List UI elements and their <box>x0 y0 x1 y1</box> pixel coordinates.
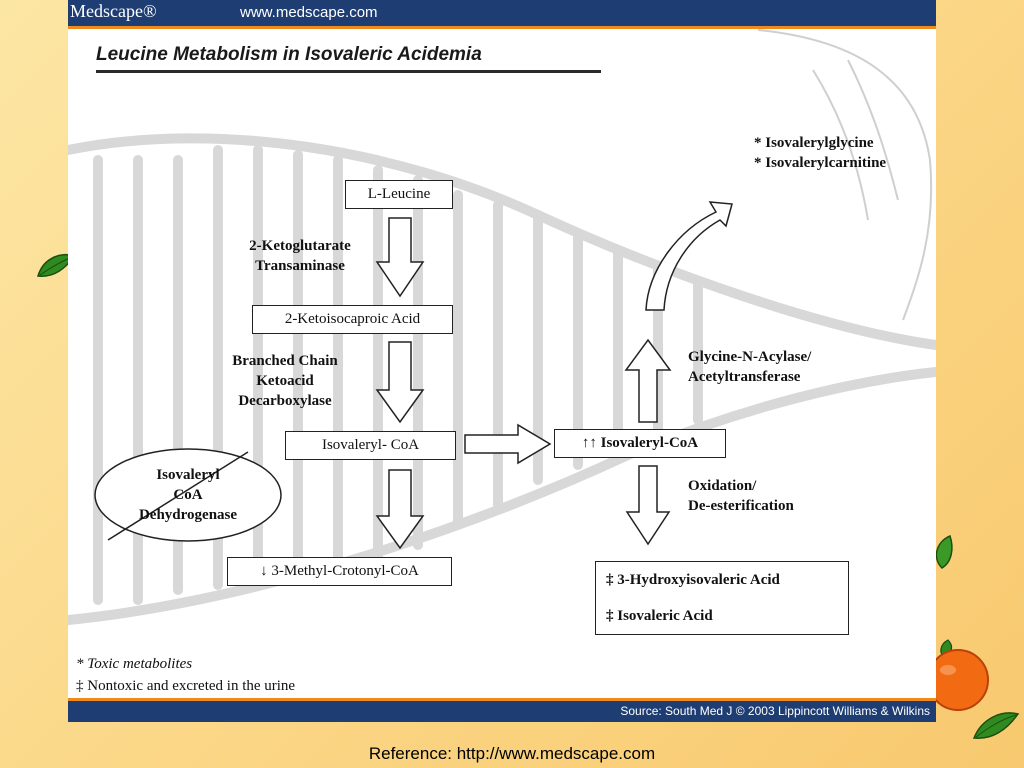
enzyme-glycine-acylase: Glycine-N-Acylase/ Acetyltransferase <box>688 347 888 387</box>
metabolite-hydroxyisovaleric-acid: ‡ 3-Hydroxyisovaleric Acid <box>606 571 780 588</box>
header-accent-rule <box>68 26 936 29</box>
toxic-metabolites-list: * Isovalerylglycine * Isovalerylcarnitin… <box>754 133 934 173</box>
leaf-decoration-icon <box>935 534 953 569</box>
toxic-metabolite-isovalerylcarnitine: * Isovalerylcarnitine <box>754 155 887 171</box>
legend-nontoxic: ‡ Nontoxic and excreted in the urine <box>76 678 295 695</box>
figure-title: Leucine Metabolism in Isovaleric Acidemi… <box>96 44 482 65</box>
enzyme-oxidation: Oxidation/ De-esterification <box>688 476 888 516</box>
box-isovaleryl-coa: Isovaleryl- CoA <box>285 431 456 460</box>
footer-bar: Source: South Med J © 2003 Lippincott Wi… <box>68 701 936 722</box>
enzyme-transaminase: 2-Ketoglutarate Transaminase <box>230 236 370 276</box>
header-site-url: www.medscape.com <box>240 4 378 21</box>
deficient-enzyme-label: Isovaleryl CoA Dehydrogenase <box>103 465 273 525</box>
enzyme-oxidation-line1: Oxidation/ <box>688 478 757 494</box>
down-arrow-oxidation <box>625 465 671 546</box>
deficient-enzyme-line1: Isovaleryl <box>156 467 220 483</box>
reference-caption: Reference: http://www.medscape.com <box>368 744 656 763</box>
legend-toxic-text: * Toxic metabolites <box>76 656 193 672</box>
enzyme-oxidation-line2: De-esterification <box>688 498 794 514</box>
right-arrow-accumulation <box>464 423 552 465</box>
deficient-enzyme-line3: Dehydrogenase <box>138 507 238 523</box>
legend-nontoxic-text: ‡ Nontoxic and excreted in the urine <box>76 678 296 694</box>
source-credit: Source: South Med J © 2003 Lippincott Wi… <box>620 704 930 718</box>
box-isovaleryl-coa-elevated: ↑↑ Isovaleryl-CoA <box>554 429 726 458</box>
deficient-enzyme-line2: CoA <box>173 487 203 503</box>
box-leucine: L-Leucine <box>345 180 453 209</box>
medscape-logo: Medscape® <box>70 1 157 21</box>
leaf-decoration-icon <box>972 712 1020 739</box>
toxic-metabolite-isovalerylglycine: * Isovalerylglycine <box>754 135 874 151</box>
enzyme-acylase-line1: Glycine-N-Acylase/ <box>688 349 812 365</box>
enzyme-bckd-line1: Branched Chain <box>232 353 338 369</box>
header-bar: Medscape® www.medscape.com <box>68 0 936 26</box>
up-arrow-conjugation <box>624 338 672 423</box>
box-nontoxic-metabolites: ‡ 3-Hydroxyisovaleric Acid ‡ Isovaleric … <box>595 561 849 635</box>
box-ketoisocaproic-acid: 2-Ketoisocaproic Acid <box>252 305 453 334</box>
orange-fruit-icon <box>927 639 989 711</box>
deficient-enzyme-strike <box>107 451 249 541</box>
title-underline <box>96 70 601 73</box>
enzyme-transaminase-line1: 2-Ketoglutarate <box>249 238 351 254</box>
mitochondria-sketch <box>68 133 936 625</box>
legend-toxic: * Toxic metabolites <box>76 656 192 673</box>
pathway-diagram <box>68 29 936 625</box>
enzyme-bckd-line2: Ketoacid <box>256 373 314 389</box>
figure-panel: Medscape® www.medscape.com L <box>68 0 936 722</box>
enzyme-transaminase-line2: Transaminase <box>255 258 345 274</box>
down-arrow-decarboxylation <box>375 341 425 424</box>
deficient-enzyme-ellipse <box>94 448 282 542</box>
down-arrow-dehydrogenation <box>375 469 425 550</box>
enzyme-acylase-line2: Acetyltransferase <box>688 369 801 385</box>
enzyme-bckd: Branched Chain Ketoacid Decarboxylase <box>220 351 350 411</box>
down-arrow-transamination <box>375 217 425 298</box>
curved-arrow-excretion <box>645 201 733 311</box>
footer-accent-rule <box>68 698 936 701</box>
enzyme-bckd-line3: Decarboxylase <box>238 393 332 409</box>
box-methyl-crotonyl-coa: ↓ 3-Methyl-Crotonyl-CoA <box>227 557 452 586</box>
kidney-sketch <box>757 29 933 321</box>
metabolite-isovaleric-acid: ‡ Isovaleric Acid <box>606 607 713 624</box>
